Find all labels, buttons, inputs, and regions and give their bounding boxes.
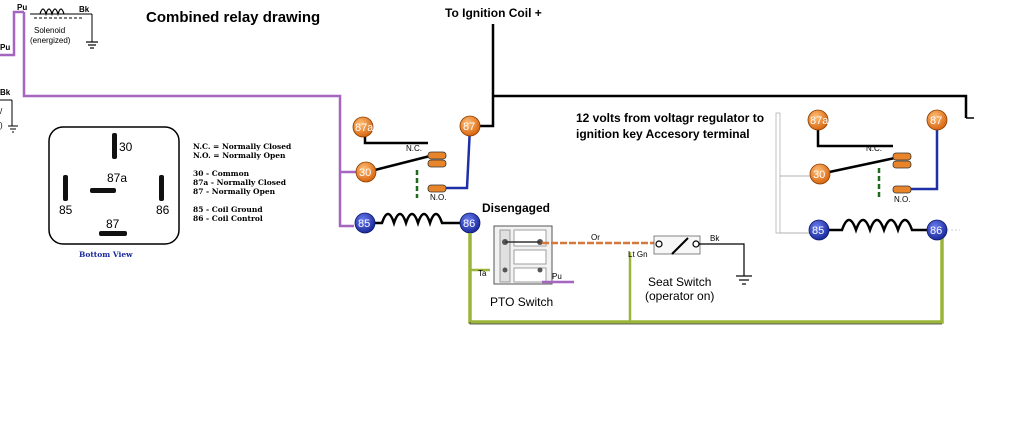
seat-label-line1: Seat Switch bbox=[648, 275, 711, 289]
svg-text:85: 85 bbox=[358, 218, 370, 230]
pto-wire-ta: Ta bbox=[478, 269, 487, 278]
diagram-title: Combined relay drawing bbox=[146, 9, 320, 26]
pin-86-blade bbox=[159, 175, 164, 201]
purple-wire-solenoid-left bbox=[0, 10, 24, 57]
relay-left-pin-30 bbox=[355, 161, 377, 183]
seat-wire-ltgn: Lt Gn bbox=[628, 250, 648, 259]
relay-right-no-contact bbox=[892, 185, 912, 194]
svg-text:30: 30 bbox=[813, 169, 825, 181]
solenoid-wire-pu-left: Pu bbox=[0, 43, 10, 52]
svg-text:87: 87 bbox=[930, 115, 942, 127]
relay-right-no-wire bbox=[902, 120, 939, 191]
relay-left-nc-contact2 bbox=[427, 159, 447, 168]
regulator-note-line2: ignition key Accesory terminal bbox=[576, 127, 750, 141]
legend-line: 30 - Common bbox=[193, 169, 250, 178]
pto-switch: PTO Switch Ta Pu bbox=[478, 225, 574, 309]
green-wire-loop bbox=[468, 233, 944, 324]
ignition-label: To Ignition Coil + bbox=[445, 6, 542, 20]
relay-right-common-arm bbox=[819, 156, 896, 176]
seat-wire-or: Or bbox=[591, 233, 600, 242]
relay-bottom-view: 30 87a 85 86 87 Bottom View bbox=[48, 126, 180, 259]
relay-right-nc-wire bbox=[816, 120, 893, 148]
legend-line: 85 - Coil Ground bbox=[193, 205, 263, 214]
seat-label-line2: (operator on) bbox=[645, 289, 714, 303]
relay-right-pin-87a bbox=[807, 109, 829, 131]
seat-wire-bk: Bk bbox=[710, 234, 720, 243]
relay-outline bbox=[48, 126, 180, 245]
accessory-wire bbox=[493, 94, 968, 118]
legend-line: 87 - Normally Open bbox=[193, 187, 276, 196]
relay-left-coil bbox=[367, 212, 470, 227]
relay-left: N.C. N.O. 87a 87 30 85 86 bbox=[352, 115, 481, 234]
pto-wire-pu: Pu bbox=[552, 272, 562, 281]
solenoid-coil bbox=[39, 8, 65, 17]
svg-text:86: 86 bbox=[463, 218, 475, 230]
relay-right-pin-30 bbox=[809, 163, 831, 185]
relay-left-pin-87 bbox=[459, 115, 481, 137]
relay-right: N.C. N.O. 87a 87 30 85 86 bbox=[775, 109, 960, 241]
relay-left-pin-87a bbox=[352, 116, 374, 138]
svg-text:85: 85 bbox=[812, 225, 824, 237]
pin-legend: N.C. = Normally Closed N.O. = Normally O… bbox=[193, 142, 292, 223]
relay-right-coil bbox=[828, 218, 937, 234]
pin-87-label: 87 bbox=[106, 217, 120, 231]
ground-symbol-seat bbox=[736, 275, 752, 285]
pin-85-label: 85 bbox=[59, 203, 73, 217]
relay-right-pin-85 bbox=[808, 219, 830, 241]
relay-right-nc-contact2 bbox=[892, 160, 912, 169]
svg-text:87: 87 bbox=[463, 121, 475, 133]
legend-line: N.C. = Normally Closed bbox=[193, 142, 292, 151]
svg-text:86: 86 bbox=[930, 225, 942, 237]
bottom-view-caption: Bottom View bbox=[79, 250, 133, 259]
legend-line: 86 - Coil Control bbox=[193, 214, 263, 223]
solenoid-label-line1: Solenoid bbox=[34, 26, 65, 35]
pin-86-label: 86 bbox=[156, 203, 170, 217]
pto-state-label: Disengaged bbox=[482, 201, 550, 215]
legend-line: 87a - Normally Closed bbox=[193, 178, 287, 187]
legend-line: N.O. = Normally Open bbox=[193, 151, 286, 160]
svg-text:87a: 87a bbox=[355, 122, 374, 134]
relay-left-common-arm bbox=[366, 154, 431, 174]
relay-left-nc-wire bbox=[363, 127, 428, 145]
svg-text:): ) bbox=[0, 121, 3, 130]
pin-30-label: 30 bbox=[119, 140, 133, 154]
seat-switch: Lt Gn Bk Seat Switch (operator on) bbox=[628, 234, 752, 303]
relay-left-no-label: N.O. bbox=[430, 193, 446, 202]
relay-right-pin-87 bbox=[926, 109, 948, 131]
solenoid-wire-bk-top: Bk bbox=[79, 5, 90, 14]
relay-left-no-contact bbox=[427, 184, 447, 193]
solenoid-box bbox=[0, 0, 92, 55]
pin-87a-label: 87a bbox=[107, 171, 127, 185]
svg-text:87a: 87a bbox=[810, 115, 829, 127]
relay-right-no-label: N.O. bbox=[894, 195, 910, 204]
seat-switch-body bbox=[653, 235, 701, 255]
seat-bk-wire bbox=[699, 243, 745, 276]
purple-wire-solenoid-to-relay bbox=[22, 12, 354, 228]
ignition-wire bbox=[480, 24, 495, 128]
pin-87a-blade bbox=[90, 188, 116, 193]
pin-85-blade bbox=[63, 175, 68, 201]
relay-right-nc-label: N.C. bbox=[866, 144, 882, 153]
regulator-note-line1: 12 volts from voltagr regulator to bbox=[576, 111, 764, 125]
relay-left-no-wire bbox=[438, 126, 472, 190]
solenoid-wire-bk-left: Bk bbox=[0, 88, 11, 97]
relay-left-nc-contact bbox=[427, 151, 447, 160]
relay-right-nc-contact bbox=[892, 152, 912, 161]
pin-87-blade bbox=[99, 231, 127, 236]
ground-symbol-solenoid bbox=[86, 41, 98, 49]
solenoid: Solenoid (energized) Pu Bk Pu Bk / ) bbox=[0, 0, 98, 133]
relay-left-pin-85 bbox=[354, 212, 376, 234]
solenoid-label-line2: (energized) bbox=[30, 36, 71, 45]
solenoid-wire-pu-top: Pu bbox=[17, 3, 27, 12]
svg-text:30: 30 bbox=[359, 167, 371, 179]
pin-30-blade bbox=[112, 133, 117, 159]
svg-text:/: / bbox=[0, 107, 3, 116]
relay-left-nc-label: N.C. bbox=[406, 144, 422, 153]
relay-right-frame bbox=[775, 112, 781, 234]
pto-label: PTO Switch bbox=[490, 295, 553, 309]
